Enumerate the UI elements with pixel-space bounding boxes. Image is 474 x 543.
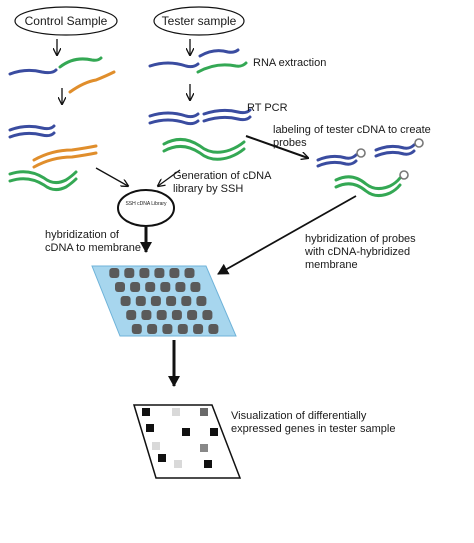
membrane-spot (109, 268, 120, 278)
membrane-spot (171, 310, 182, 320)
membrane-spot (139, 268, 150, 278)
hybridization-probes-label: hybridization of probes with cDNA-hybrid… (305, 233, 416, 271)
membrane-spot (150, 296, 161, 306)
expression-spot-icon (204, 460, 212, 468)
result-membrane (132, 404, 242, 479)
expression-spot-icon (172, 408, 180, 416)
membrane-spot (193, 324, 204, 334)
cdna-strand-icon (148, 108, 252, 161)
cdna-strand-icon (8, 124, 98, 192)
membrane-spot (187, 310, 198, 320)
control-to-library-arrow (95, 167, 128, 186)
membrane-spot (177, 324, 188, 334)
membrane-spot (181, 296, 192, 306)
control-sample-label: Control Sample (24, 14, 108, 28)
membrane-spot (156, 310, 167, 320)
expression-spot-icon (182, 428, 190, 436)
membrane-spot (126, 310, 137, 320)
tester-sample-label: Tester sample (161, 14, 237, 28)
membrane-spot (154, 268, 165, 278)
membrane-spot (196, 296, 207, 306)
membrane-spot (130, 282, 141, 292)
labeling-label: labeling of tester cDNA to create probes (273, 124, 431, 149)
tester-to-library-arrow (158, 169, 181, 186)
membrane-spot (190, 282, 201, 292)
expression-spot-icon (210, 428, 218, 436)
expression-spot-icon (174, 460, 182, 468)
membrane-spot (202, 310, 213, 320)
membrane-spot (175, 282, 186, 292)
rna-extraction-label: RNA extraction (253, 57, 327, 69)
tester-sample-oval (153, 6, 245, 36)
membrane-spot (115, 282, 125, 292)
probes-to-membrane-arrow (217, 195, 357, 275)
membrane-spot (147, 324, 158, 334)
expression-spot-icon (146, 424, 154, 432)
membrane-spot (160, 282, 171, 292)
labeling-arrow (245, 135, 308, 158)
visualization-label: Visualization of differentially expresse… (231, 410, 396, 435)
expression-spot-icon (142, 408, 150, 416)
membrane-spot (169, 268, 180, 278)
generation-label: Generation of cDNA library by SSH (173, 170, 272, 195)
membrane-spot (141, 310, 152, 320)
ssh-library-oval (117, 189, 175, 227)
membrane-spot (184, 268, 195, 278)
dot-blot-membrane-icon (91, 265, 237, 337)
ssh-library-label: SSH cDNA Library (125, 201, 167, 207)
probe-label-ring-icon (316, 138, 424, 198)
membrane-spot (124, 268, 135, 278)
membrane-spot (120, 296, 131, 306)
expression-spot-icon (158, 454, 166, 462)
membrane-spot (208, 324, 219, 334)
control-sample-oval (14, 6, 118, 36)
membrane-spot (145, 282, 156, 292)
expression-spot-icon (200, 408, 208, 416)
cdna-strand-icon (148, 48, 248, 74)
membrane-spot (162, 324, 173, 334)
membrane-spot (135, 296, 146, 306)
membrane-spot (166, 296, 177, 306)
expression-spot-icon (152, 442, 160, 450)
rt-pcr-label: RT PCR (247, 102, 288, 114)
membrane-spot (131, 324, 142, 334)
hybridization-cdna-label: hybridization of cDNA to membrane (45, 229, 141, 254)
cdna-strand-icon (8, 56, 116, 94)
expression-spot-icon (200, 444, 208, 452)
